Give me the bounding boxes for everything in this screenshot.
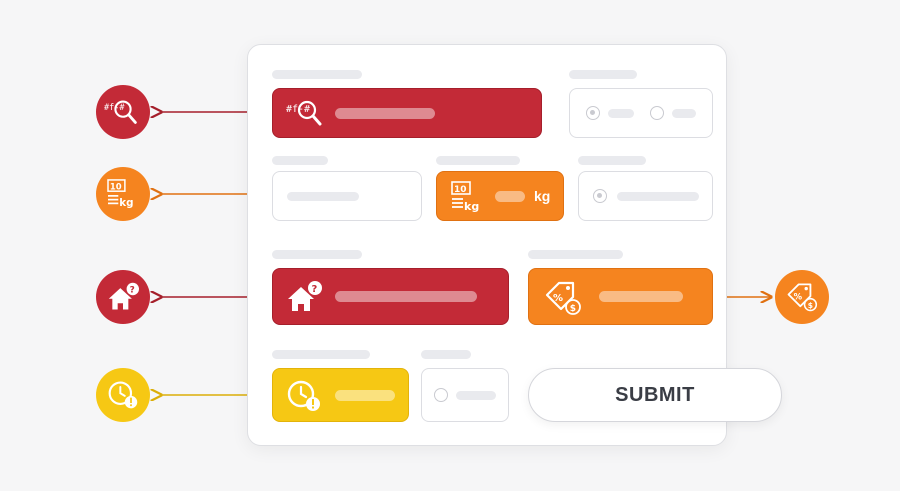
search-field-error[interactable]: #f-#	[272, 88, 542, 138]
value-placeholder	[335, 291, 477, 302]
value-placeholder	[599, 291, 683, 302]
clock-alert-icon	[287, 380, 320, 411]
svg-text:kg: kg	[464, 200, 479, 213]
svg-text:$: $	[808, 301, 813, 310]
price-tag-percent-icon: % $	[545, 281, 581, 315]
radio-option[interactable]	[650, 106, 664, 120]
svg-text:%: %	[553, 293, 563, 304]
price-field-error[interactable]: % $	[528, 268, 713, 325]
radio-option[interactable]	[593, 189, 607, 203]
callout-clock-alert	[96, 368, 150, 422]
value-placeholder	[495, 191, 525, 202]
radio-group-1	[569, 88, 713, 138]
radio-label-placeholder	[672, 109, 696, 118]
label-placeholder	[578, 156, 646, 165]
submit-button[interactable]: SUBMIT	[528, 368, 782, 422]
callout-weight: 10 kg	[96, 167, 150, 221]
search-error-icon: #f-#	[104, 100, 137, 124]
radio-label-placeholder	[456, 391, 496, 400]
radio-label-placeholder	[617, 192, 699, 201]
home-question-icon: ?	[288, 281, 322, 311]
svg-text:10: 10	[110, 181, 122, 191]
svg-text:?: ?	[312, 284, 318, 295]
callout-search-error: #f-#	[96, 85, 150, 139]
weight-field-error[interactable]: 10 kg kg	[436, 171, 564, 221]
label-placeholder	[436, 156, 520, 165]
text-field[interactable]	[272, 171, 422, 221]
weight-10kg-icon: 10 kg	[451, 181, 479, 213]
svg-text:?: ?	[130, 286, 135, 296]
svg-text:$: $	[570, 304, 576, 314]
radio-field	[421, 368, 509, 422]
label-placeholder	[272, 250, 362, 259]
callout-home-question: ?	[96, 270, 150, 324]
svg-text:kg: kg	[119, 197, 133, 209]
label-placeholder	[272, 350, 370, 359]
price-tag-percent-icon: % $	[787, 283, 818, 312]
radio-field	[578, 171, 713, 221]
address-field-error[interactable]: ?	[272, 268, 509, 325]
svg-text:10: 10	[454, 185, 467, 195]
radio-option[interactable]	[586, 106, 600, 120]
clock-alert-icon	[108, 381, 138, 409]
radio-label-placeholder	[608, 109, 634, 118]
label-placeholder	[272, 70, 362, 79]
label-placeholder	[528, 250, 623, 259]
value-placeholder	[335, 390, 395, 401]
time-field-error[interactable]	[272, 368, 409, 422]
label-placeholder	[272, 156, 328, 165]
search-error-icon: #f-#	[286, 100, 322, 126]
weight-10kg-icon: 10 kg	[107, 179, 133, 209]
label-placeholder	[569, 70, 637, 79]
label-placeholder	[421, 350, 471, 359]
radio-option[interactable]	[434, 388, 448, 402]
callout-price-tag: % $	[775, 270, 829, 324]
value-placeholder	[287, 192, 359, 201]
home-question-icon: ?	[108, 282, 139, 310]
svg-text:%: %	[794, 292, 803, 302]
weight-unit-label: kg	[534, 188, 551, 204]
value-placeholder	[335, 108, 435, 119]
